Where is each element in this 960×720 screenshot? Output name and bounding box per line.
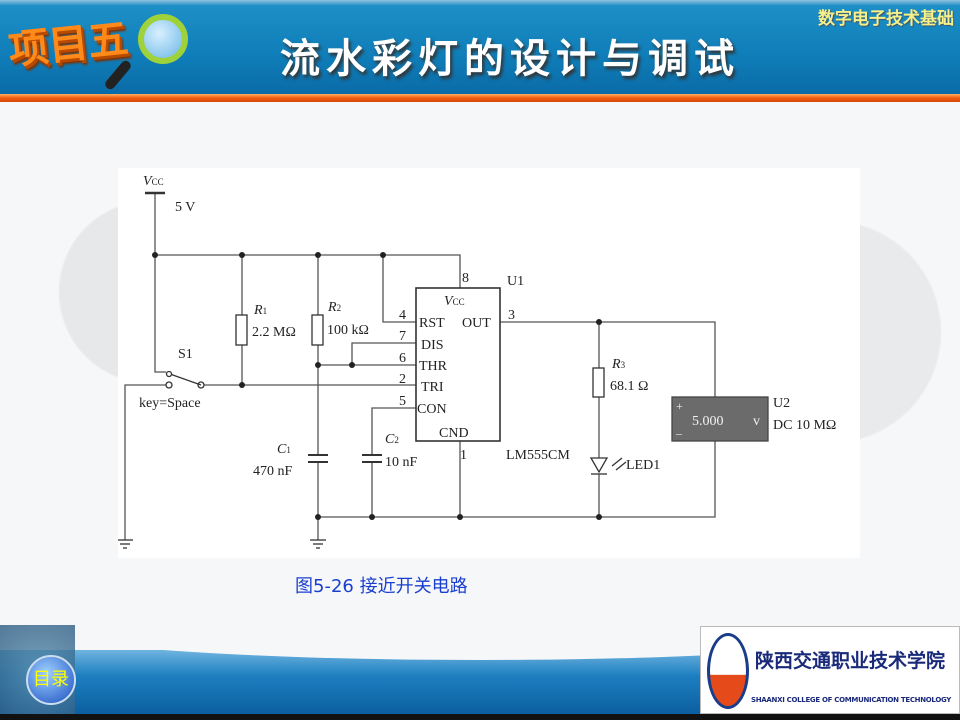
voltmeter-plus: + bbox=[676, 399, 683, 413]
ic-lm555 bbox=[415, 287, 501, 442]
r1-name: R bbox=[253, 303, 263, 318]
slide-title: 流水彩灯的设计与调试 bbox=[280, 36, 740, 82]
pin-number: 2 bbox=[399, 372, 406, 387]
college-english-name: SHAANXI COLLEGE OF COMMUNICATION TECHNOL… bbox=[751, 696, 952, 704]
svg-text:VCC: VCC bbox=[143, 174, 164, 189]
circuit-diagram: VCC 5 V S1 key=Space R1 2.2 MΩ R2 100 kΩ… bbox=[117, 168, 860, 558]
svg-text:C2: C2 bbox=[385, 432, 399, 447]
chip-name: U1 bbox=[507, 274, 524, 289]
pin-number: 4 bbox=[399, 308, 406, 323]
capacitor-c2 bbox=[362, 454, 382, 463]
c2-sub: 2 bbox=[394, 435, 399, 445]
c1-sub: 1 bbox=[286, 445, 291, 455]
college-logo: 陕西交通职业技术学院 SHAANXI COLLEGE OF COMMUNICAT… bbox=[700, 626, 960, 714]
r3-name: R bbox=[611, 357, 621, 372]
supply-voltage: 5 V bbox=[175, 200, 195, 215]
pin-number: 5 bbox=[399, 394, 406, 409]
pin-number: 7 bbox=[399, 329, 406, 344]
svg-text:R1: R1 bbox=[253, 303, 267, 318]
header-stripe bbox=[0, 94, 960, 102]
college-emblem-icon bbox=[707, 633, 749, 709]
resistor-r2 bbox=[311, 314, 324, 346]
resistor-r3 bbox=[592, 367, 605, 398]
pin-number: 3 bbox=[508, 308, 515, 323]
c2-value: 10 nF bbox=[385, 455, 418, 470]
voltmeter-u2 bbox=[671, 396, 769, 442]
c1-value: 470 nF bbox=[253, 464, 293, 479]
course-name: 数字电子技术基础 bbox=[818, 9, 954, 29]
c1-name: C bbox=[277, 442, 287, 457]
switch-name: S1 bbox=[178, 347, 193, 362]
switch-s1 bbox=[165, 370, 205, 389]
voltmeter-reading: 5.000 bbox=[692, 414, 724, 429]
chip-vcc: V bbox=[444, 294, 454, 309]
svg-text:R3: R3 bbox=[611, 357, 626, 372]
vcc-label: V bbox=[143, 174, 153, 189]
svg-text:VCC: VCC bbox=[444, 294, 465, 309]
pin-out: OUT bbox=[462, 316, 491, 331]
pin-dis: DIS bbox=[421, 338, 444, 353]
switch-key: key=Space bbox=[139, 396, 201, 411]
led-icon bbox=[589, 457, 627, 475]
r2-name: R bbox=[327, 300, 337, 315]
c2-name: C bbox=[385, 432, 395, 447]
bottom-bar bbox=[0, 714, 960, 720]
capacitor-c1 bbox=[308, 454, 328, 463]
svg-text:R2: R2 bbox=[327, 300, 341, 315]
chip-part: LM555CM bbox=[506, 448, 570, 463]
pin-number: 6 bbox=[399, 351, 406, 366]
college-name: 陕西交通职业技术学院 bbox=[755, 650, 946, 672]
resistor-r1 bbox=[235, 314, 248, 346]
chip-vcc-sub: CC bbox=[453, 297, 465, 307]
wires bbox=[124, 193, 716, 540]
ground-icon bbox=[117, 539, 133, 549]
voltmeter-name: U2 bbox=[773, 396, 790, 411]
voltmeter-minus: – bbox=[675, 426, 683, 440]
pin-tri: TRI bbox=[421, 380, 444, 395]
voltmeter-unit: v bbox=[753, 414, 760, 429]
magnifier-icon bbox=[138, 14, 188, 64]
r3-sub: 3 bbox=[621, 360, 626, 370]
pin-gnd: CND bbox=[439, 426, 469, 441]
pin-number: 8 bbox=[462, 271, 469, 286]
vcc-sub: CC bbox=[152, 177, 164, 187]
figure-caption: 图5-26 接近开关电路 bbox=[295, 576, 468, 597]
voltmeter-mode: DC 10 MΩ bbox=[773, 418, 836, 433]
junction-dots bbox=[152, 252, 602, 520]
r2-value: 100 kΩ bbox=[327, 323, 369, 338]
r1-sub: 1 bbox=[263, 306, 268, 316]
ground-icon bbox=[310, 539, 326, 549]
pin-rst: RST bbox=[419, 316, 445, 331]
r1-value: 2.2 MΩ bbox=[252, 325, 296, 340]
pin-con: CON bbox=[417, 402, 447, 417]
led-label: LED1 bbox=[626, 458, 660, 473]
pin-thr: THR bbox=[419, 359, 448, 374]
r2-sub: 2 bbox=[337, 303, 342, 313]
pin-number: 1 bbox=[460, 448, 467, 463]
r3-value: 68.1 Ω bbox=[610, 379, 648, 394]
toc-button[interactable]: 目录 bbox=[26, 655, 76, 705]
svg-text:C1: C1 bbox=[277, 442, 291, 457]
